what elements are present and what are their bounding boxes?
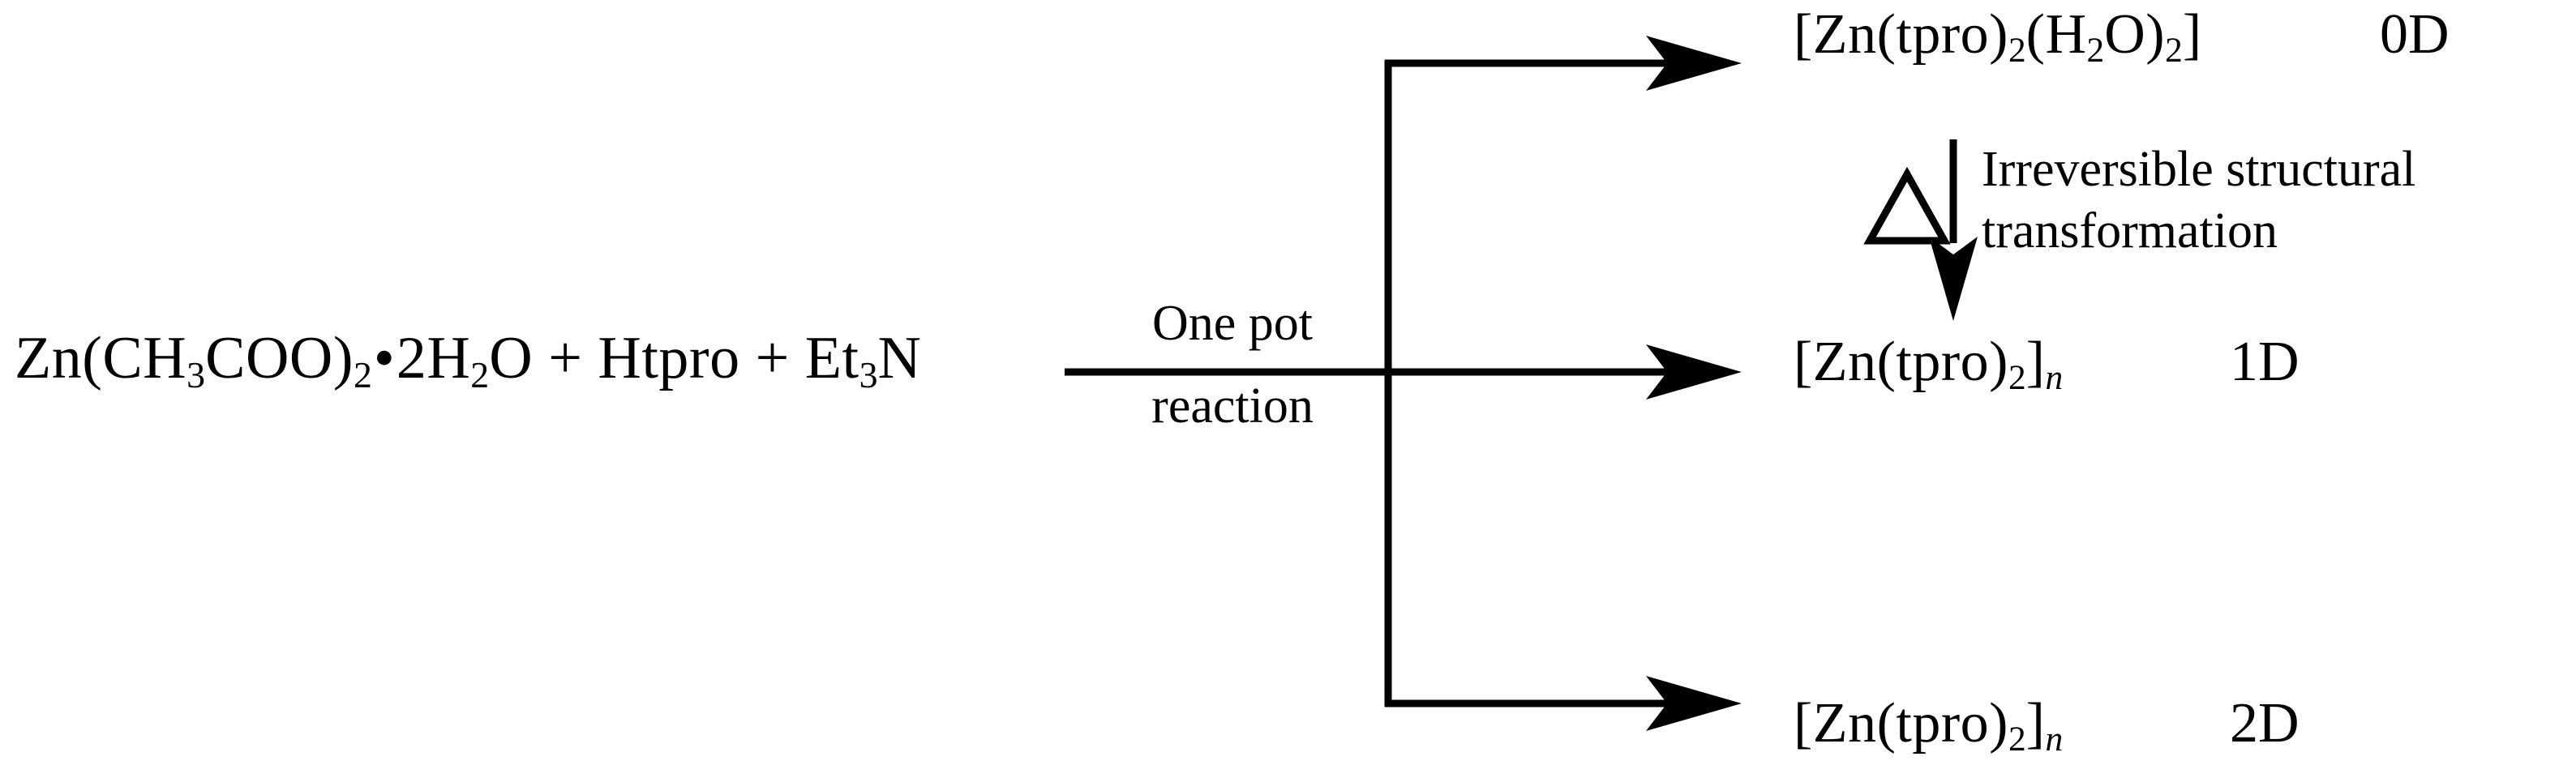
branch-top-arrowhead: [1646, 36, 1742, 91]
condition-line-2: reaction: [1151, 378, 1314, 434]
product-0d-close: ]: [2182, 3, 2202, 66]
product-0d-sub-2c: 2: [2165, 31, 2183, 71]
transformation-arrowhead: [1929, 237, 1978, 321]
reactant-coo: COO): [205, 325, 354, 391]
product-formula-0d: [Zn(tpro)2(H2O)2]: [1794, 3, 2202, 68]
heat-delta-icon: [1863, 166, 1951, 245]
transformation-label: Irreversible structural transformation: [1982, 139, 2415, 262]
product-formula-2d: [Zn(tpro)2]n: [1794, 692, 2064, 757]
reactant-sub-3b: 3: [859, 353, 878, 395]
dimensionality-label-0d: 0D: [2380, 3, 2450, 66]
dimensionality-label-2d: 2D: [2230, 692, 2300, 754]
dimensionality-label-1d: 1D: [2230, 331, 2300, 393]
product-1d-sub-n: n: [2045, 358, 2064, 398]
reactant-sub-2a: 2: [353, 353, 372, 395]
reactant-nitrogen: N: [877, 325, 922, 391]
reactant-middot: •: [373, 325, 395, 391]
main-reaction-arrowhead: [1646, 344, 1742, 400]
product-1d-close: ]: [2025, 331, 2046, 393]
transformation-line-1: Irreversible structural: [1982, 142, 2416, 197]
product-2d-sub-2a: 2: [2008, 720, 2026, 759]
product-formula-1d: [Zn(tpro)2]n: [1794, 331, 2064, 395]
product-2d-sub-n: n: [2045, 720, 2064, 759]
reactant-water: 2H: [396, 325, 471, 391]
product-2d-open: [Zn(tpro): [1794, 692, 2008, 754]
product-0d-sub-2a: 2: [2008, 31, 2026, 71]
product-1d-sub-2a: 2: [2008, 358, 2026, 398]
reactant-sub-3: 3: [186, 353, 206, 395]
product-0d-water-open: (H: [2025, 3, 2087, 66]
product-0d-oxygen: O): [2104, 3, 2166, 66]
reactant-coligands: + Htpro + Et: [533, 325, 859, 391]
reactant-sub-2b: 2: [470, 353, 490, 395]
transformation-line-2: transformation: [1982, 203, 2278, 259]
reactant-zn: Zn(CH: [15, 325, 187, 391]
product-1d-open: [Zn(tpro): [1794, 331, 2008, 393]
product-2d-close: ]: [2025, 692, 2046, 754]
product-0d-sub-2b: 2: [2086, 31, 2105, 71]
condition-line-1: One pot: [1151, 296, 1314, 351]
branch-bottom-arrowhead: [1646, 676, 1742, 731]
reactant-formula: Zn(CH3COO)2•2H2O + Htpro + Et3N: [15, 325, 922, 393]
product-0d-open: [Zn(tpro): [1794, 3, 2008, 66]
reactant-oxygen: O: [489, 325, 534, 391]
